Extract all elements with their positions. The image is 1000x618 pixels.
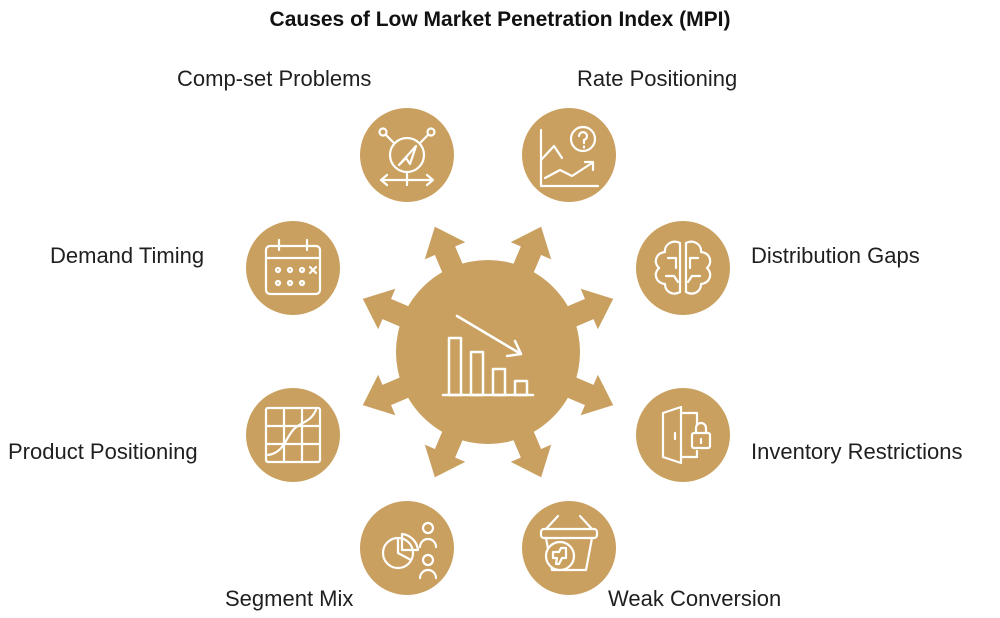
rate-circle [522, 108, 616, 202]
label-product-positioning: Product Positioning [8, 439, 198, 464]
pie-people-icon [381, 521, 438, 580]
grid-curve-icon [264, 406, 322, 464]
navigation-arrows-icon [378, 127, 436, 187]
diagram-title: Causes of Low Market Penetration Index (… [269, 8, 731, 31]
label-inventory-restrictions: Inventory Restrictions [751, 439, 963, 464]
product-circle [246, 388, 340, 482]
label-segment-mix: Segment Mix [225, 586, 354, 611]
center-circle [396, 260, 580, 444]
chart-question-icon [539, 125, 600, 188]
locked-door-icon [661, 405, 712, 465]
distribution-circle [636, 221, 730, 315]
label-comp-set-problems: Comp-set Problems [177, 66, 372, 91]
calendar-icon [264, 238, 322, 296]
circuit-brain-icon [654, 240, 712, 295]
inventory-circle [636, 388, 730, 482]
basket-thumbs-down-icon [539, 514, 599, 572]
label-weak-conversion: Weak Conversion [608, 586, 782, 611]
demand-circle [246, 221, 340, 315]
label-demand-timing: Demand Timing [50, 243, 205, 268]
label-distribution-gaps: Distribution Gaps [751, 243, 920, 268]
label-rate-positioning: Rate Positioning [577, 66, 738, 91]
declining-bar-chart-icon [441, 314, 535, 397]
